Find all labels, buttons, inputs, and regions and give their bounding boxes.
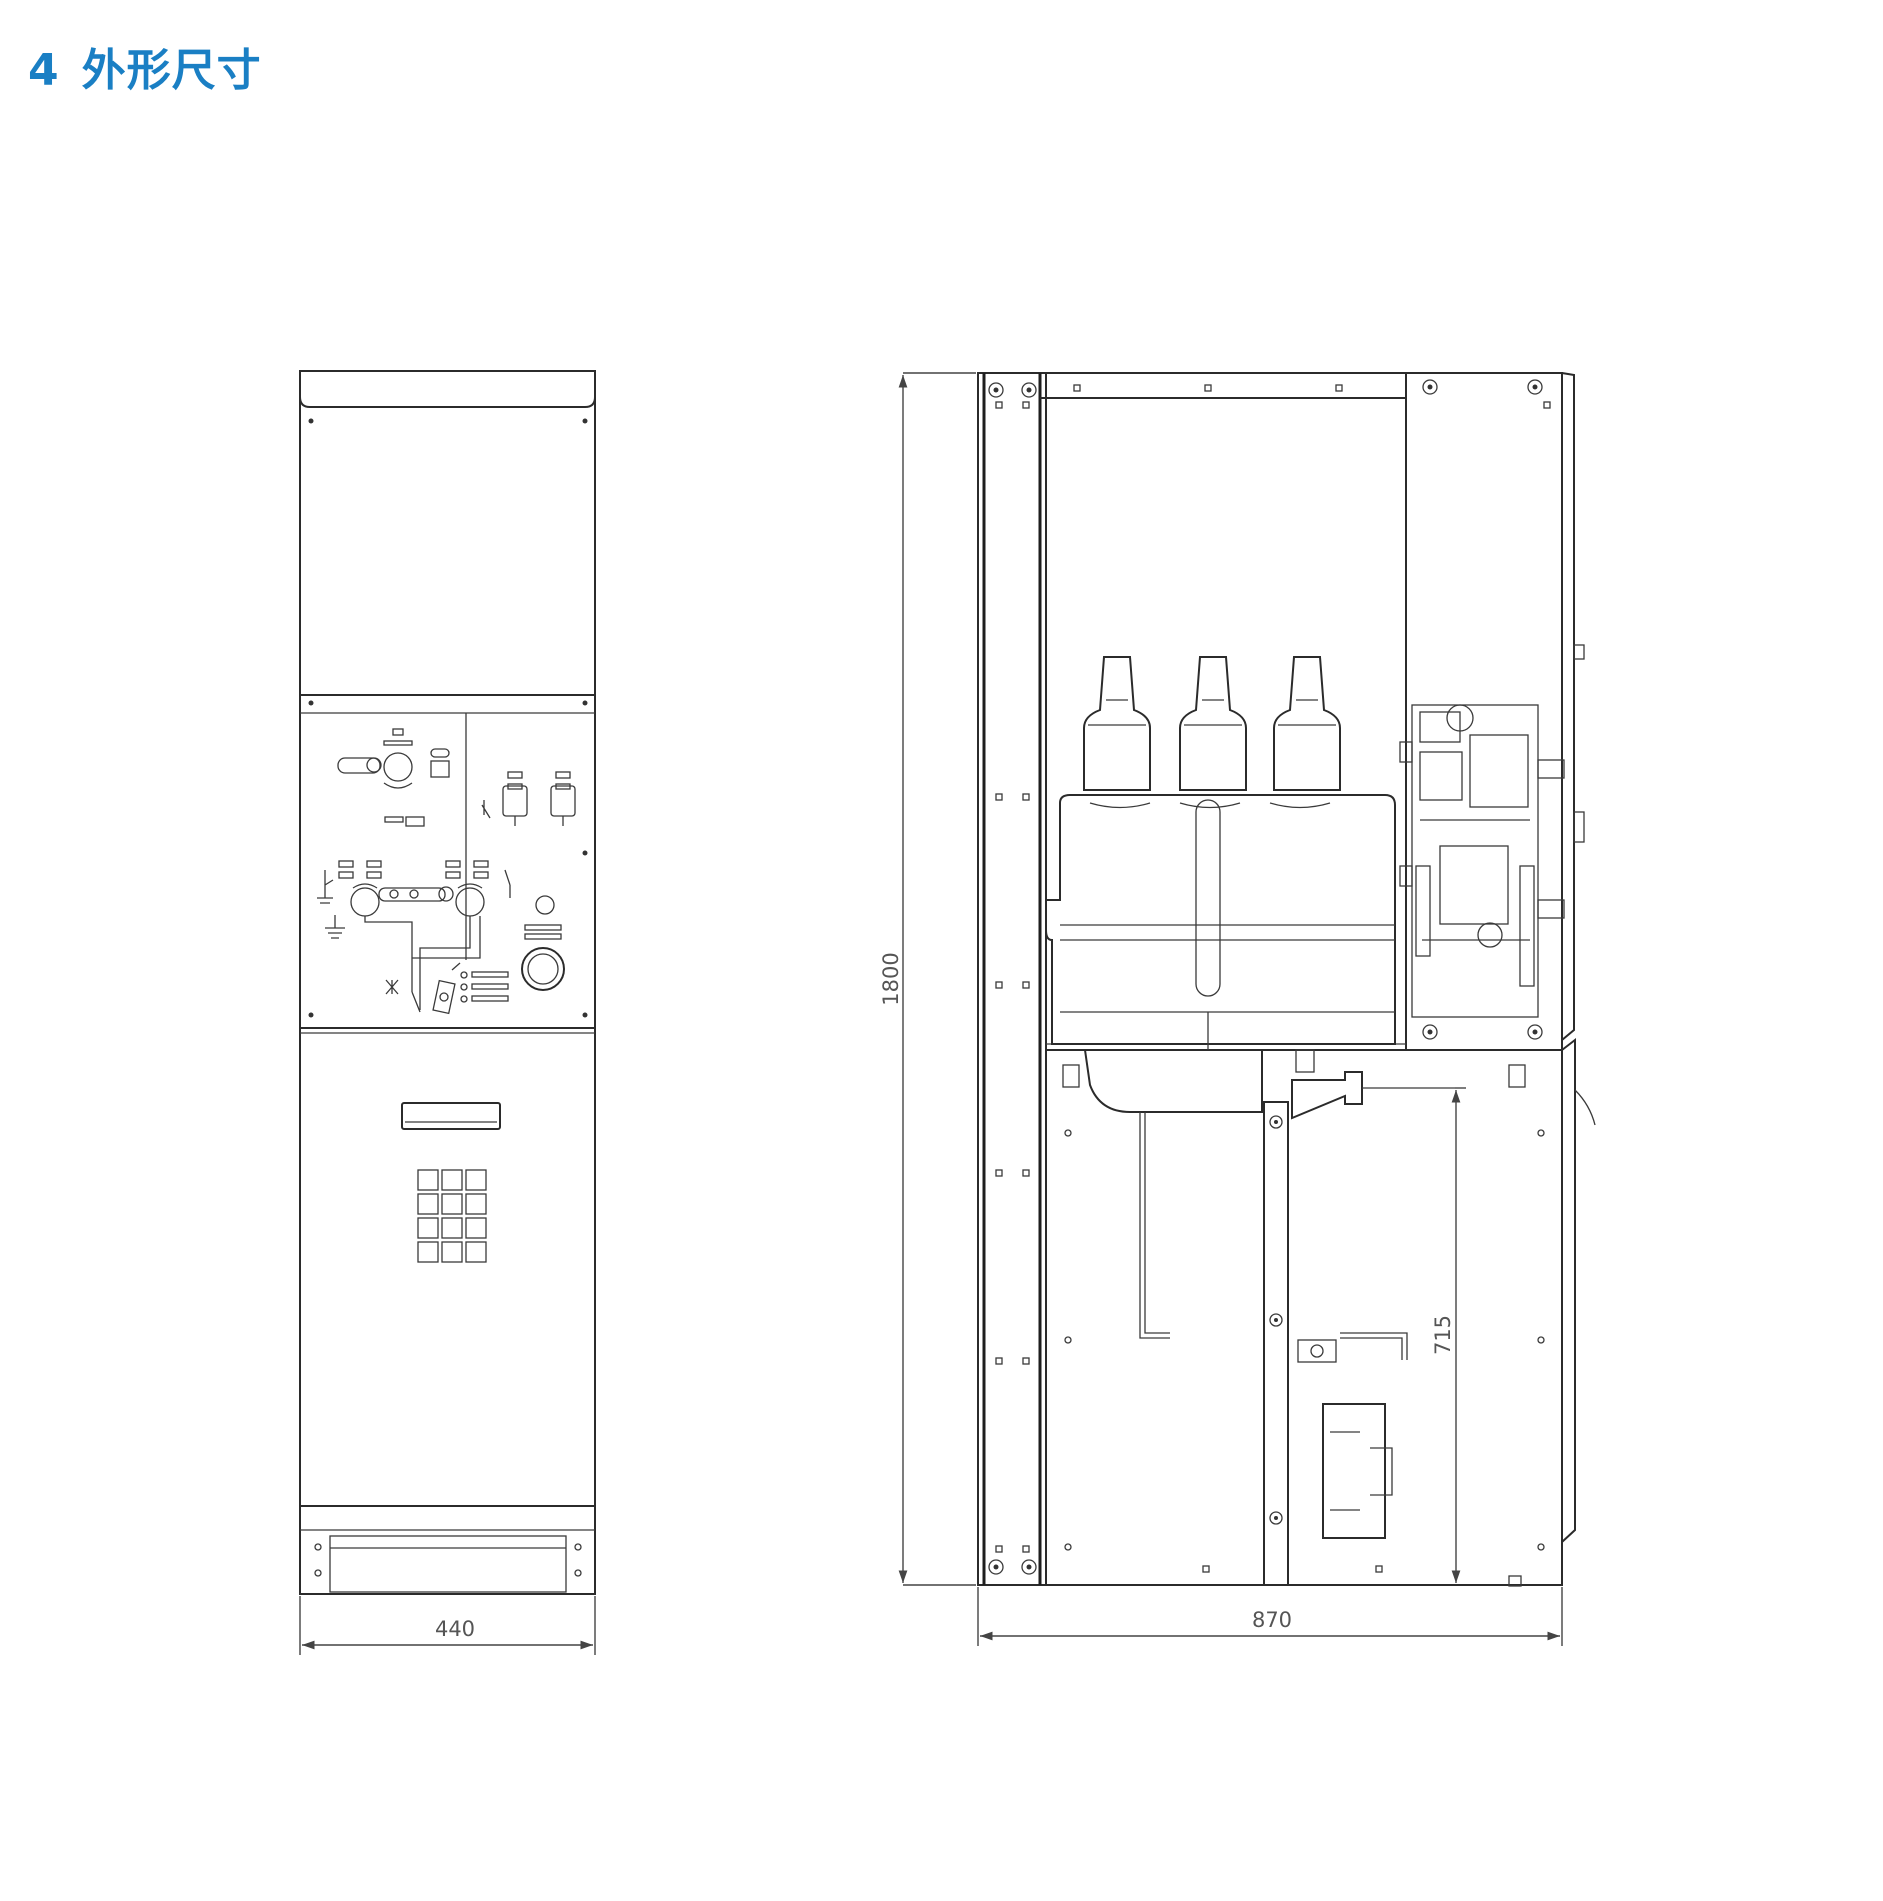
- gas-tank: [1045, 794, 1396, 1050]
- fuse-symbol-icon: [385, 979, 399, 995]
- front-plinth: [329, 1535, 567, 1593]
- cable-clamp-icon: [1297, 1339, 1337, 1363]
- keypad-grid: [417, 1169, 487, 1263]
- key-handle-icon: [337, 757, 381, 774]
- section-heading: 4 外形尺寸: [28, 34, 262, 98]
- bushings: [1083, 656, 1341, 791]
- front-view: 440: [299, 370, 596, 1655]
- total-height-label: 1800: [879, 952, 903, 1005]
- side-view: 1800 715 870: [879, 372, 1596, 1646]
- section-title: 外形尺寸: [81, 45, 262, 96]
- earth-symbol-icon: [317, 870, 334, 904]
- front-width-label: 440: [435, 1617, 475, 1641]
- operating-shaft-icon: [350, 887, 380, 917]
- lower-front-door: [1561, 1037, 1576, 1543]
- side-front-cover: [1561, 372, 1575, 1041]
- cable-height-label: 715: [1431, 1315, 1455, 1355]
- side-cabinet-outline: [977, 372, 1563, 1586]
- earthing-bar: [1322, 1403, 1386, 1539]
- switch-indicator-icon: [550, 785, 576, 817]
- ground-symbol-icon: [325, 915, 345, 939]
- rotary-indicator-icon: [383, 752, 413, 782]
- operating-mechanism: [1399, 644, 1585, 1018]
- section-number: 4: [28, 45, 60, 96]
- support-post: [1263, 1101, 1289, 1586]
- push-button-icon: [521, 947, 565, 991]
- door-handle: [401, 1102, 501, 1130]
- switch-indicator-icon: [502, 785, 528, 817]
- front-top-cap: [299, 370, 596, 408]
- side-depth-label: 870: [1252, 1608, 1292, 1632]
- cable-connector: [1291, 1049, 1455, 1120]
- operating-shaft-icon: [455, 887, 485, 917]
- front-control-panel: [308, 713, 588, 1018]
- padlock-slot-icon: [432, 979, 456, 1015]
